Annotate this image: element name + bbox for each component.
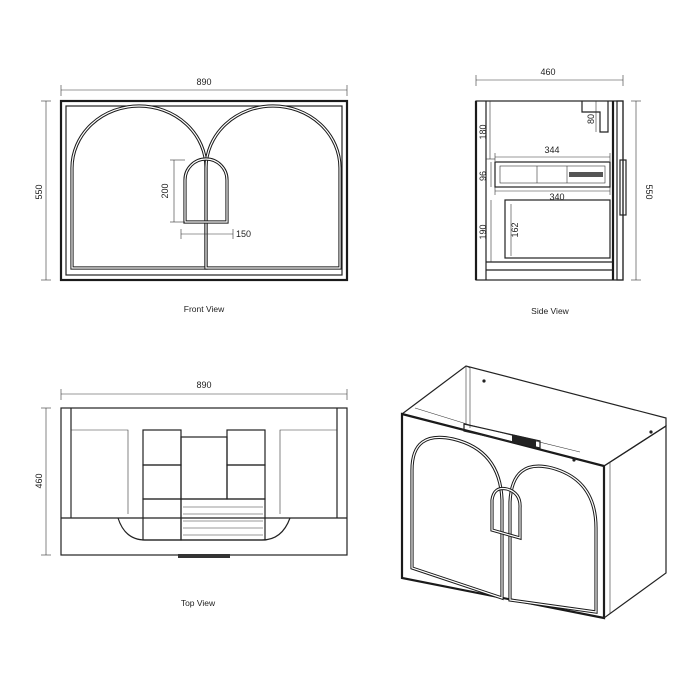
front-cabinet-outline — [59, 99, 349, 282]
front-view-caption: Front View — [184, 304, 225, 314]
side-drawer-runner — [569, 172, 603, 177]
top-handle — [178, 554, 230, 558]
perspective-top-back-edge — [401, 365, 667, 426]
side-height-label: 550 — [644, 184, 654, 199]
perspective-left-arch — [410, 435, 504, 601]
side-drawer-height-label: 96 — [478, 171, 488, 181]
side-handle-profile — [619, 159, 627, 216]
perspective-side-face — [603, 424, 667, 620]
side-drawer-width-label: 344 — [544, 145, 559, 155]
side-door-thickness — [616, 100, 624, 281]
top-drawer-box-left-1 — [142, 429, 182, 466]
side-view-caption: Side View — [531, 306, 570, 316]
front-view: 890 550 200 150 Front View — [34, 77, 349, 314]
top-view: 890 460 Top View — [34, 380, 348, 608]
side-top-rail — [581, 101, 609, 133]
perspective-view — [400, 365, 667, 620]
top-width-label: 890 — [196, 380, 211, 390]
side-top-gap-label: 180 — [478, 124, 488, 139]
front-height-label: 550 — [34, 184, 44, 199]
top-drawer-box-right-1 — [226, 429, 266, 466]
side-cabinet-outline — [475, 100, 624, 281]
top-drawer-front — [180, 498, 266, 541]
top-center-section — [180, 436, 228, 500]
perspective-right-arch — [508, 464, 598, 614]
perspective-handle-niche — [490, 486, 522, 541]
side-view: 460 550 80 180 344 — [474, 67, 654, 316]
side-drawer — [494, 161, 611, 188]
side-depth-label: 460 — [540, 67, 555, 77]
top-view-caption: Top View — [181, 598, 216, 608]
side-drawer-depth-label: 340 — [549, 192, 564, 202]
side-lower-label: 162 — [510, 222, 520, 237]
side-lower-compartment — [504, 199, 611, 259]
niche-width-label: 150 — [236, 229, 251, 239]
top-depth-label: 460 — [34, 473, 44, 488]
niche-height-label: 200 — [160, 183, 170, 198]
side-bottom-gap-label: 190 — [478, 224, 488, 239]
front-width-label: 890 — [196, 77, 211, 87]
front-door-panel — [65, 105, 343, 276]
side-edge-label: 80 — [586, 114, 596, 124]
